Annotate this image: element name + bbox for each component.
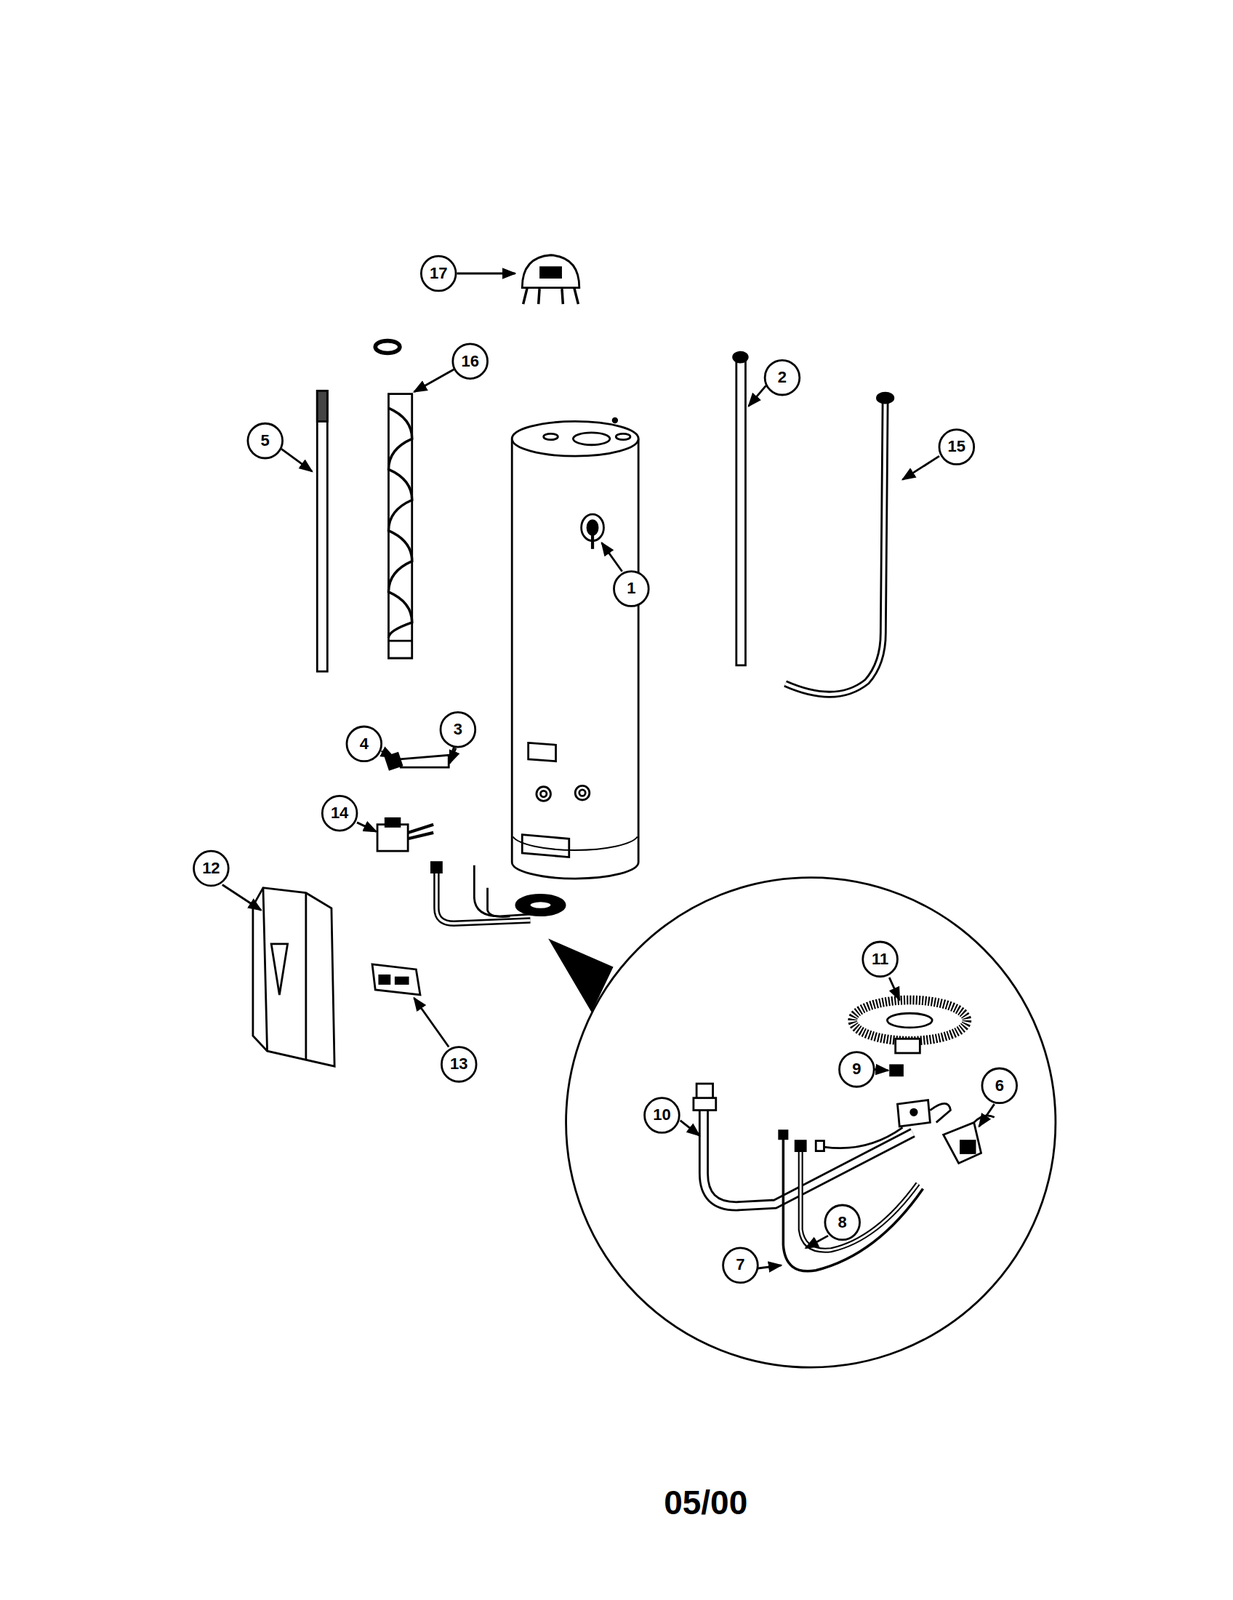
leader-arrow — [748, 385, 767, 406]
callout-circle — [764, 359, 800, 395]
date-code: 05/00 — [663, 1485, 748, 1519]
callout-circle — [939, 429, 975, 465]
callout-circle — [441, 1046, 477, 1082]
leader-arrow — [979, 1103, 995, 1127]
callout-number: 3 — [453, 721, 463, 738]
callout-number: 10 — [652, 1106, 671, 1123]
callout-number: 14 — [330, 804, 349, 821]
callout-number: 6 — [995, 1077, 1004, 1094]
callout-number: 12 — [202, 860, 220, 877]
leader-arrow — [281, 448, 312, 472]
leader-arrow — [450, 747, 456, 763]
callout-circle — [440, 711, 476, 747]
callout-circle — [644, 1097, 680, 1133]
callout-circle — [723, 1247, 759, 1283]
leader-arrow — [381, 750, 395, 757]
callout-circle — [613, 571, 649, 607]
leader-arrow — [601, 542, 623, 571]
leader-arrow — [356, 822, 377, 832]
leader-arrow — [680, 1120, 701, 1136]
leader-arrow — [222, 884, 261, 910]
callout-circle — [346, 726, 382, 762]
callout-circle — [194, 850, 230, 886]
callout-number: 15 — [948, 438, 966, 455]
callout-number: 9 — [852, 1060, 861, 1077]
leader-arrow — [414, 369, 455, 392]
leader-arrow — [456, 272, 515, 275]
callout-circle — [982, 1067, 1018, 1103]
leader-arrow — [889, 977, 900, 1000]
callout-number: 5 — [260, 432, 270, 449]
callout-number: 17 — [429, 265, 448, 282]
callout-circle — [839, 1051, 875, 1087]
callout-number: 16 — [460, 353, 479, 370]
leader-arrow — [757, 1264, 781, 1268]
callout-circle — [452, 343, 488, 379]
callout-number: 13 — [450, 1055, 468, 1072]
callout-circle — [825, 1204, 861, 1240]
callout-number: 8 — [838, 1214, 847, 1231]
leader-arrow — [805, 1235, 829, 1248]
callout-number: 1 — [626, 580, 636, 597]
callout-number: 7 — [735, 1256, 745, 1273]
callout-number: 4 — [359, 735, 369, 752]
leader-arrow — [902, 455, 940, 480]
leader-arrow — [873, 1068, 889, 1070]
callout-circle — [862, 941, 898, 977]
callout-number: 11 — [871, 950, 889, 967]
callout-circle — [420, 255, 456, 291]
callout-circle — [322, 795, 357, 831]
leader-arrow — [414, 997, 450, 1047]
callout-number: 2 — [777, 369, 787, 386]
callout-circle — [247, 423, 283, 459]
